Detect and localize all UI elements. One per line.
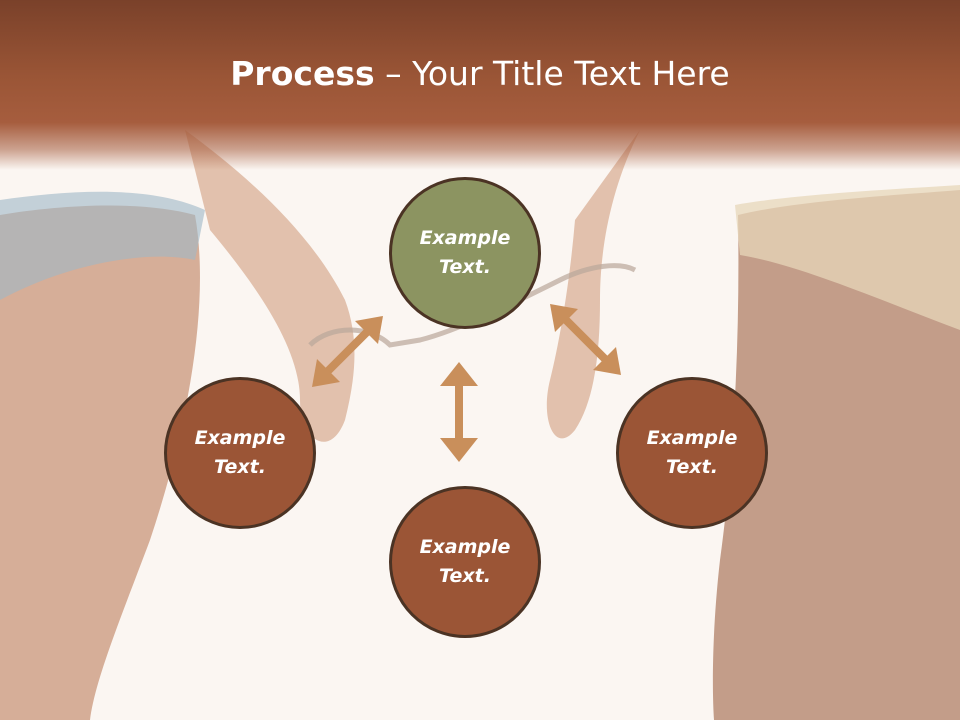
node-top-label: Example Text.: [419, 227, 511, 278]
title-rest: – Your Title Text Here: [374, 54, 730, 93]
title-bold: Process: [230, 54, 375, 93]
slide-title: Process – Your Title Text Here: [0, 52, 960, 96]
node-bottom: Example Text.: [389, 486, 541, 638]
node-left: Example Text.: [164, 377, 316, 529]
arrow-center-bottom: [440, 362, 478, 462]
arrow-top-right: [550, 304, 621, 375]
node-bottom-label: Example Text.: [419, 536, 511, 587]
node-right: Example Text.: [616, 377, 768, 529]
node-right-label: Example Text.: [646, 427, 738, 478]
node-top: Example Text.: [389, 177, 541, 329]
header-band: [0, 0, 960, 170]
arrow-top-left: [312, 316, 383, 387]
node-left-label: Example Text.: [194, 427, 286, 478]
